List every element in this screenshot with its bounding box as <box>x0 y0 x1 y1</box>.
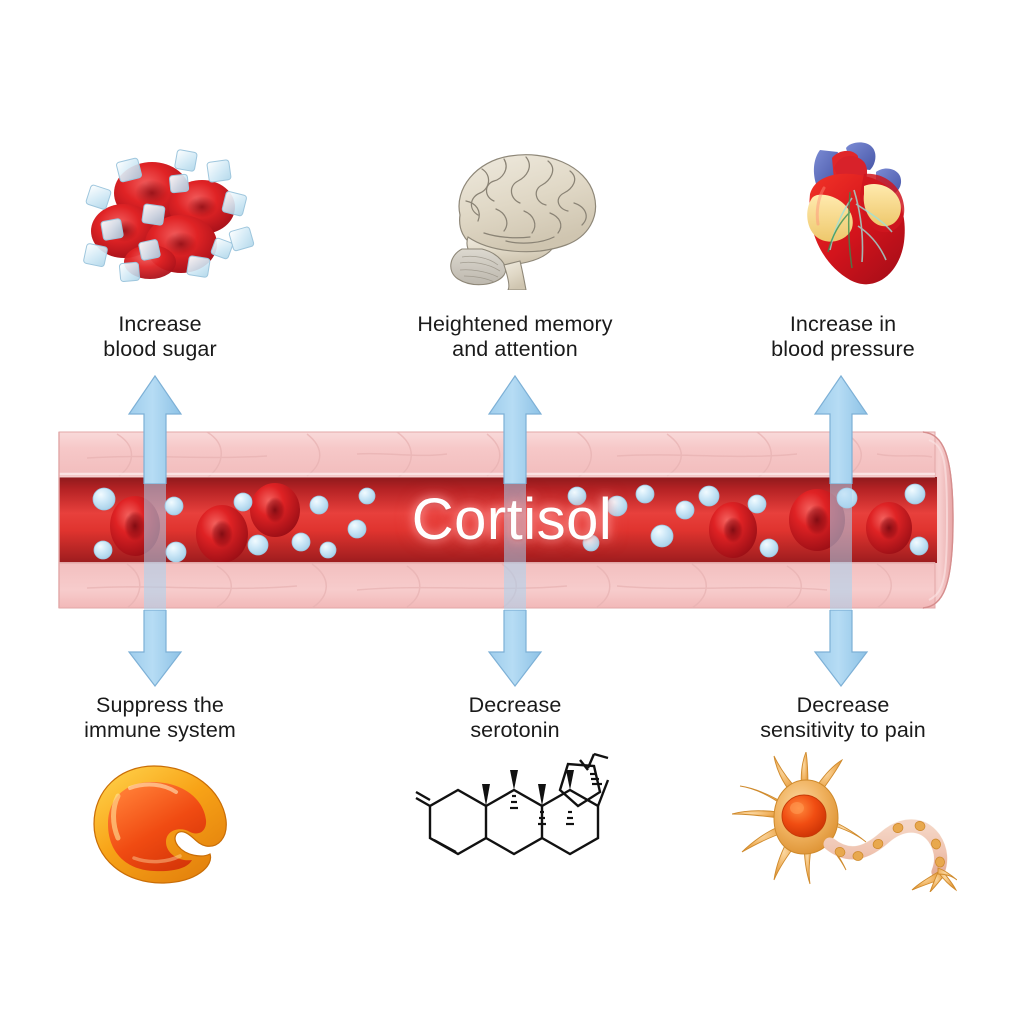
heart-icon <box>772 138 922 293</box>
caption-decrease-serotonin: Decrease serotonin <box>468 693 562 742</box>
caption-heightened-memory: Heightened memory and attention <box>417 312 613 361</box>
caption-increase-blood-pressure: Increase in blood pressure <box>771 312 915 361</box>
down-arrow-immune-system <box>126 609 184 688</box>
macrophage-immune-cell-icon <box>88 762 233 887</box>
caption-increase-blood-sugar: Increase blood sugar <box>103 312 217 361</box>
up-arrow-blood-pressure <box>812 374 870 485</box>
neuron-icon <box>731 750 958 893</box>
arrow-overlay-right <box>830 484 852 614</box>
blood-vessel <box>57 424 957 616</box>
arrow-overlay-center <box>504 484 526 614</box>
caption-suppress-immune-system: Suppress the immune system <box>84 693 236 742</box>
cortisol-molecule-group <box>92 483 929 563</box>
red-blood-cells-with-sugar-cubes-icon <box>80 145 255 290</box>
caption-decrease-pain-sensitivity: Decrease sensitivity to pain <box>760 693 926 742</box>
brain-icon <box>438 145 608 291</box>
down-arrow-serotonin <box>486 609 544 688</box>
red-blood-cell-group <box>110 483 912 563</box>
up-arrow-memory <box>486 374 544 485</box>
up-arrow-blood-sugar <box>126 374 184 485</box>
steroid-molecule-icon <box>412 752 612 892</box>
arrow-overlay-left <box>144 484 166 614</box>
down-arrow-pain-sensitivity <box>812 609 870 688</box>
